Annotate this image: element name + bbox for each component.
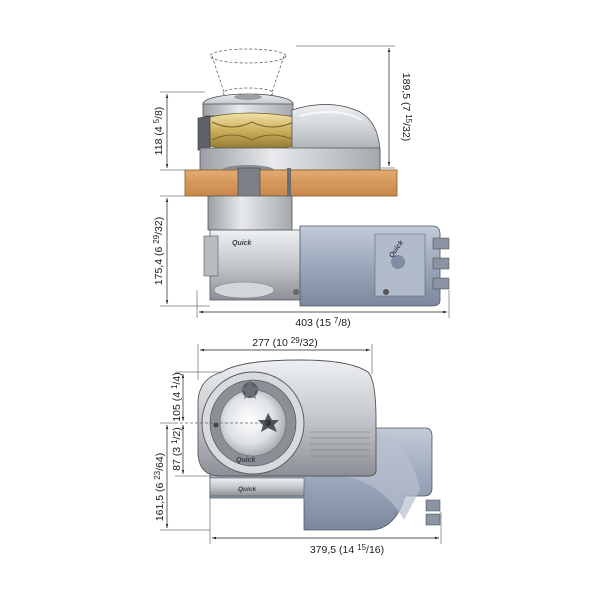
top-view: 277 (10 29/32) Quick: [153, 336, 442, 556]
dim-total-height-label: 189,5 (7 15/32): [400, 73, 413, 141]
dim-lower-height-label: 175,4 (6 29/32): [152, 217, 165, 285]
electric-motor: Quick: [299, 225, 450, 307]
upper-windlass-body: [197, 93, 381, 175]
dim-top-offset: 105 (4 1/4): [170, 371, 222, 422]
capstan-dashed-outline: [209, 48, 287, 99]
dim-top-offset-label: 105 (4 1/4): [170, 372, 183, 421]
dim-center-offset: 87 (3 1/2): [170, 425, 210, 477]
dim-upper-width-label: 277 (10 29/32): [252, 336, 318, 349]
dim-total-depth: 161,5 (6 23/64): [153, 422, 210, 531]
gearbox-housing: Quick: [203, 195, 306, 301]
gearbox-logo: Quick: [232, 240, 253, 247]
dim-lower-height: 175,4 (6 29/32): [152, 195, 210, 307]
dim-total-width: 403 (15 7/8): [196, 290, 450, 329]
dim-upper-height: 118 (4 5/8): [152, 91, 205, 171]
dim-upper-height-label: 118 (4 5/8): [152, 107, 165, 156]
dim-total-depth-label: 161,5 (6 23/64): [153, 453, 166, 521]
side-view: Quick Quick 189,5 (7 15/32) 1: [152, 45, 450, 329]
top-deck-unit: Quick: [175, 359, 377, 477]
dim-total-width-label: 403 (15 7/8): [295, 316, 350, 329]
dim-total-height: 189,5 (7 15/32): [296, 45, 413, 169]
dim-lower-width: 379,5 (14 15/16): [209, 498, 442, 556]
drive-shaft: [237, 167, 261, 199]
dim-lower-width-label: 379,5 (14 15/16): [310, 543, 384, 556]
dim-center-offset-label: 87 (3 1/2): [170, 427, 183, 471]
deck-logo: Quick: [236, 457, 257, 464]
dim-upper-width: 277 (10 29/32): [197, 336, 373, 380]
clutch-star-icon: [240, 380, 260, 399]
body-logo: Quick: [238, 486, 256, 493]
stud-bolt: [287, 168, 291, 198]
